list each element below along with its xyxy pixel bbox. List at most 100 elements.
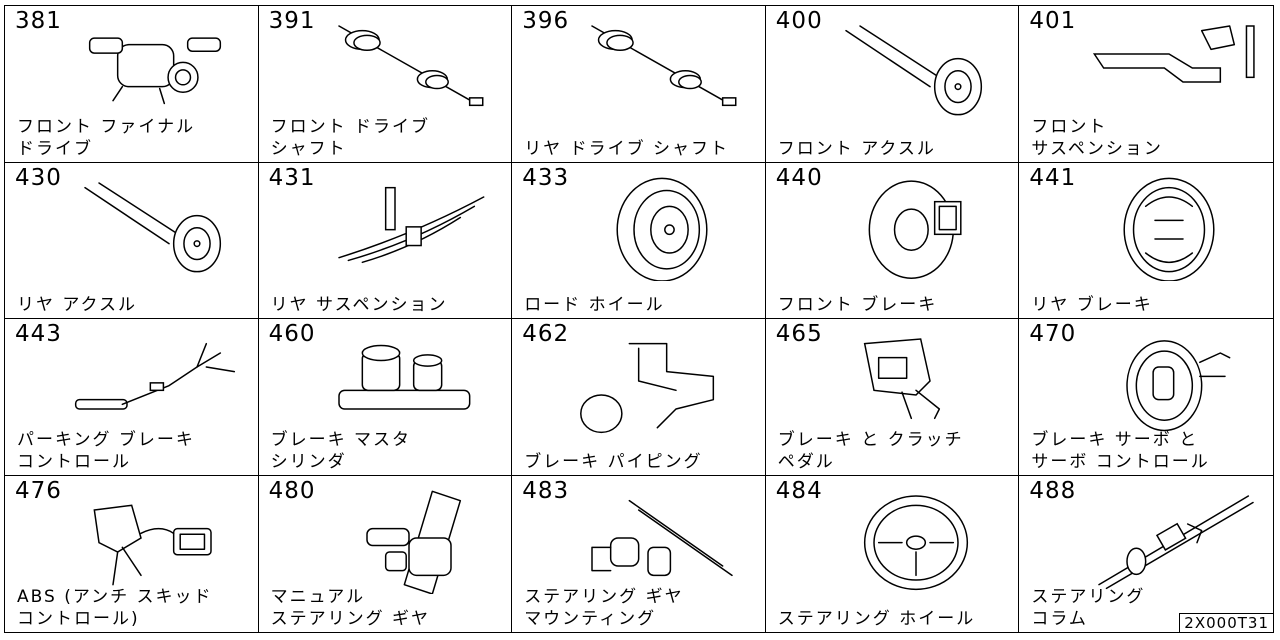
category-label-line: ブレーキ マスタ [270,429,411,450]
parts-category-433[interactable]: 433 ロード ホイール [512,162,766,319]
category-label-line: ABS (アンチ スキッド [17,587,213,607]
suspension-icon [1093,25,1256,83]
category-label: ブレーキ パイピング [524,451,702,473]
drive-shaft-icon [591,25,737,107]
category-label-line: ステアリング [1031,587,1146,607]
parts-category-443[interactable]: 443 パーキング ブレーキコントロール [5,319,259,476]
category-label-line: ブレーキ と クラッチ [777,429,964,450]
category-label-line: パーキング ブレーキ [17,429,195,450]
axle-hub-icon [84,181,222,272]
category-label-line: リヤ サスペンション [270,295,448,315]
category-label: ブレーキ サーボ とサーボ コントロール [1031,429,1209,473]
category-label-line: フロント ファイナル [17,116,196,137]
category-label-line: マニュアル [270,587,366,607]
parts-category-381[interactable]: 381 フロント ファイナルドライブ [5,6,259,163]
category-label-line: ペダル [777,451,835,472]
category-code: 391 [268,8,316,34]
category-code: 483 [522,477,570,504]
category-code: 396 [522,8,570,34]
steering-wheel-icon [863,494,968,590]
category-label-line: リヤ ブレーキ [1031,295,1153,315]
drum-brake-icon [1123,177,1215,281]
category-label-line: リヤ アクスル [17,295,138,315]
category-label: フロント アクスル [778,138,936,160]
category-code: 476 [15,477,62,504]
category-label: フロント ドライブシャフト [271,116,430,160]
category-label: ABS (アンチ スキッドコントロール) [17,586,213,630]
drive-shaft-icon [337,25,484,107]
category-code: 381 [15,8,62,34]
category-label: リヤ サスペンション [271,294,448,316]
category-label-line: シリンダ [270,451,347,472]
category-label: フロント ブレーキ [778,294,937,316]
category-code: 470 [1029,321,1077,347]
parts-category-430[interactable]: 430 リヤ アクスル [5,162,259,319]
parts-category-grid: 381 フロント ファイナルドライブ 391 フロント ドライブシャフト 396 リヤ ド… [4,5,1274,633]
steering-column-icon [1098,494,1255,589]
parts-category-460[interactable]: 460 ブレーキ マスタシリンダ [258,319,513,476]
category-code: 480 [268,477,316,504]
category-code: 431 [268,164,316,191]
category-label-line: ブレーキ パイピング [524,451,703,472]
parts-category-484[interactable]: 484 ステアリング ホイール [766,475,1020,632]
category-code: 460 [268,321,316,347]
category-label: リヤ アクスル [17,294,137,316]
category-code: 484 [775,477,823,504]
parking-lever-icon [74,342,236,410]
category-code: 465 [775,321,823,347]
master-cylinder-icon [337,344,471,410]
parts-category-441[interactable]: 441 リヤ ブレーキ [1019,163,1273,319]
category-label-line: フロント ドライブ [270,116,430,137]
category-code: 443 [15,321,62,347]
category-label: パーキング ブレーキコントロール [17,429,195,473]
category-label-line: コラム [1031,609,1088,629]
axle-hub-icon [845,25,982,116]
category-label-line: コントロール [17,451,131,472]
category-label-line: ステアリング ホイール [777,609,976,629]
category-label: ブレーキ と クラッチペダル [778,429,964,473]
category-label: リヤ ブレーキ [1031,294,1152,316]
category-label-line: リヤ ドライブ シャフト [524,138,729,159]
parts-category-396[interactable]: 396 リヤ ドライブ シャフト [512,6,766,163]
brake-piping-icon [580,342,715,434]
category-code: 400 [775,8,823,34]
parts-category-440[interactable]: 440 フロント ブレーキ [765,162,1020,319]
brake-booster-icon [1126,340,1231,432]
abs-unit-icon [93,504,212,585]
parts-category-488[interactable]: 488 ステアリングコラム [1019,476,1273,633]
category-label: ステアリング ホイール [778,608,975,630]
category-label-line: ステアリング ギヤ [524,587,684,607]
category-label-line: シャフト [270,138,347,159]
parts-category-480[interactable]: 480 マニュアルステアリング ギヤ [259,475,513,632]
parts-category-470[interactable]: 470 ブレーキ サーボ とサーボ コントロール [1019,319,1273,476]
category-label-line: ブレーキ サーボ と [1031,429,1199,450]
category-code: 440 [775,164,823,191]
category-code: 430 [15,164,62,191]
parts-category-462[interactable]: 462 ブレーキ パイピング [512,319,766,476]
parts-category-431[interactable]: 431 リヤ サスペンション [258,162,513,319]
category-label-line: フロント アクスル [777,138,936,159]
category-label-line: ステアリング ギヤ [270,609,430,629]
category-label-line: サスペンション [1031,138,1163,159]
category-label-line: フロント [1031,116,1108,137]
category-label: ステアリング ギヤマウンティング [524,586,683,630]
category-label-line: ドライブ [17,138,93,159]
road-wheel-icon [616,177,708,281]
parts-category-400[interactable]: 400 フロント アクスル [765,6,1020,163]
category-label-line: サーボ コントロール [1031,451,1210,472]
parts-category-483[interactable]: 483 ステアリング ギヤマウンティング [512,475,766,632]
category-code: 441 [1029,164,1077,191]
pedal-icon [863,338,940,420]
category-label-line: ロード ホイール [524,295,665,315]
category-code: 433 [522,164,570,191]
category-label: ステアリングコラム [1031,586,1145,630]
category-label: ロード ホイール [524,294,664,316]
category-code: 488 [1029,477,1077,504]
category-code: 462 [522,321,570,347]
final-drive-icon [88,37,222,105]
parts-category-465[interactable]: 465 ブレーキ と クラッチペダル [765,319,1020,476]
parts-category-391[interactable]: 391 フロント ドライブシャフト [258,6,513,163]
category-label-line: フロント ブレーキ [777,295,938,315]
